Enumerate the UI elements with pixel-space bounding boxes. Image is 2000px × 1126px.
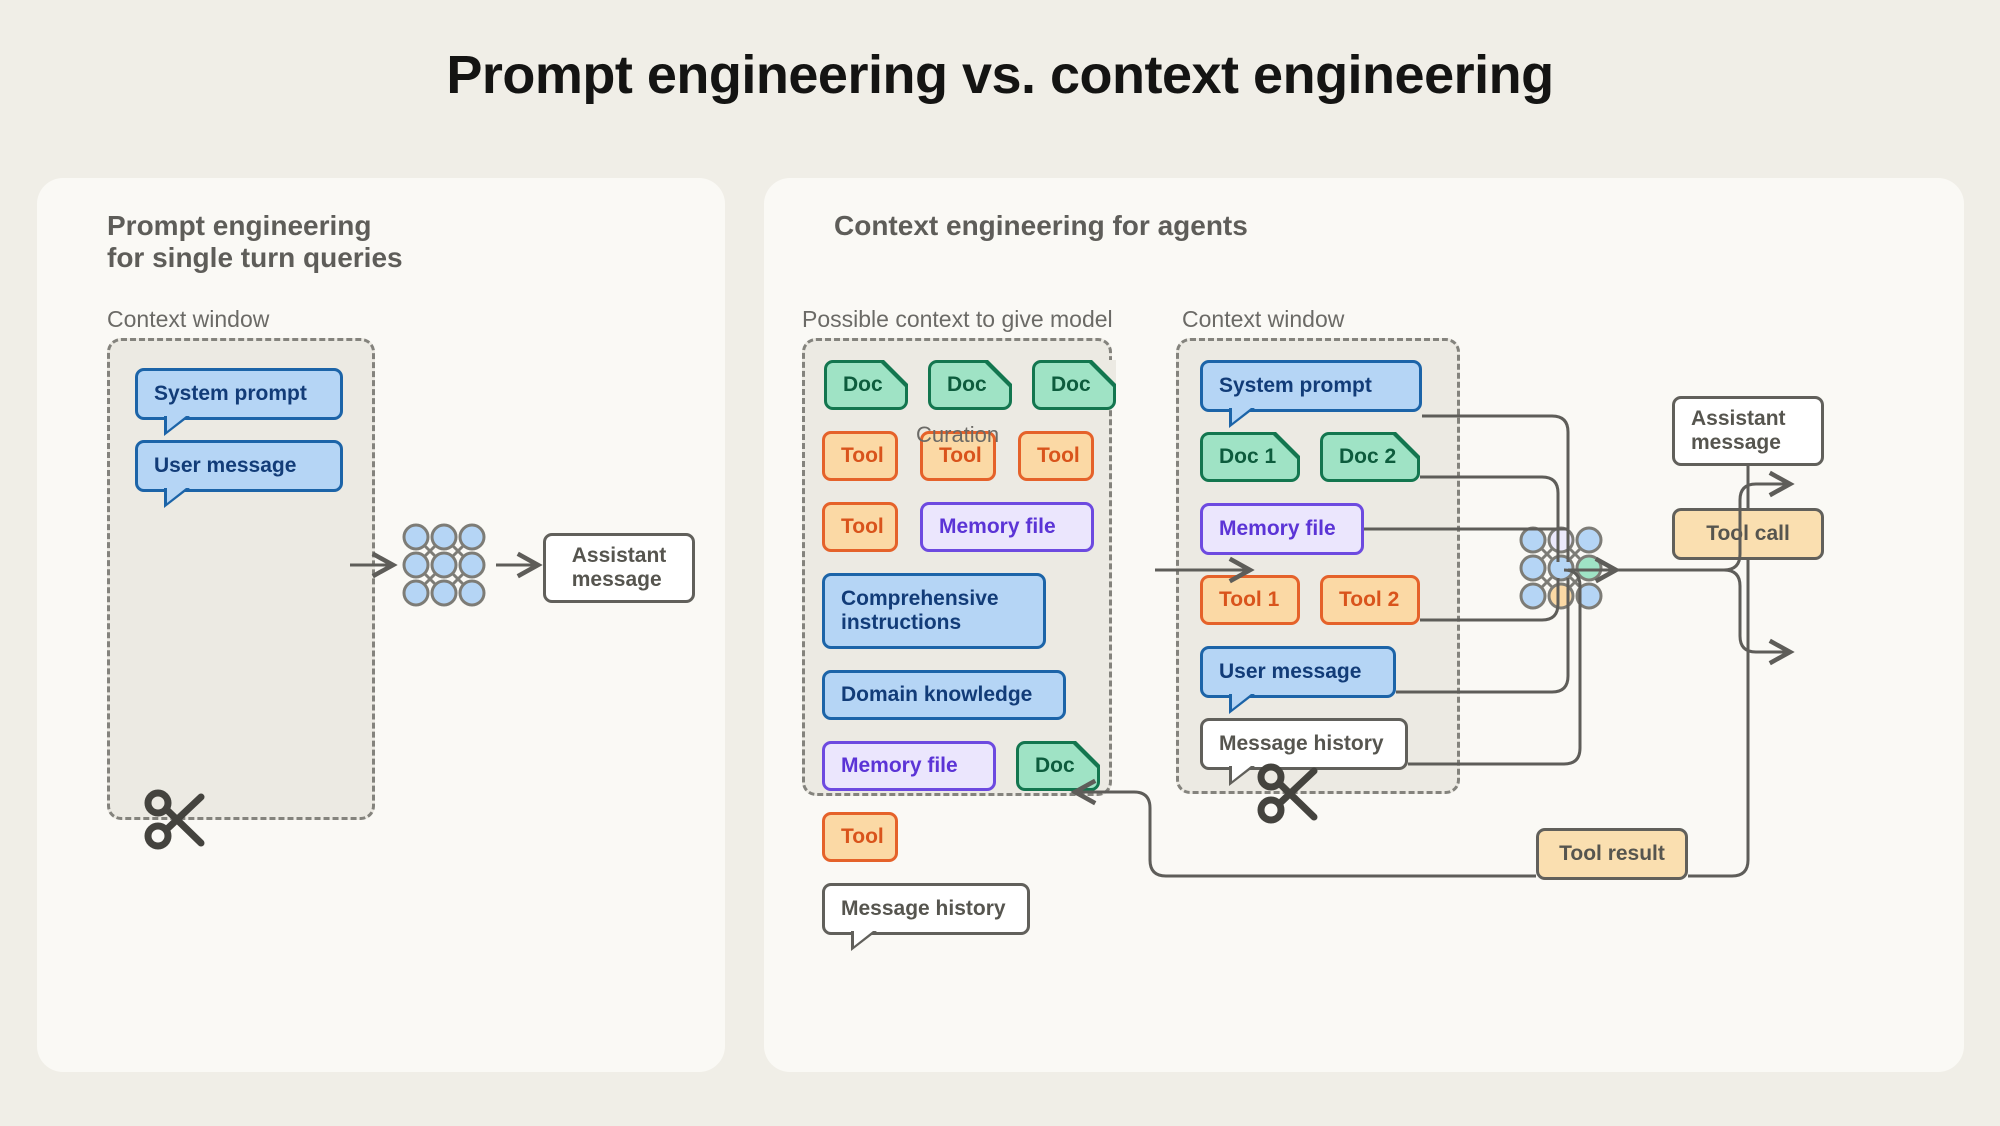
panel-context-engineering: Context engineering for agents Possible … xyxy=(764,178,1964,1072)
scissors-icon-left xyxy=(141,788,211,855)
possible-context-label: Possible context to give model xyxy=(802,306,1113,332)
chip-label: Tool xyxy=(841,514,884,538)
chip-tool-result[interactable]: Tool result xyxy=(1536,828,1688,880)
chip-label: Doc xyxy=(1035,753,1075,777)
left-panel-title: Prompt engineering for single turn queri… xyxy=(107,210,403,273)
chip-label: Tool xyxy=(939,443,982,467)
chip-label: System prompt xyxy=(154,381,307,405)
chip-system-prompt-right[interactable]: System prompt xyxy=(1200,360,1422,428)
chip-doc-2[interactable]: Doc xyxy=(928,360,1012,410)
neural-network-icon-left xyxy=(399,520,489,610)
chip-label: User message xyxy=(1219,659,1362,683)
chip-message-history-possible[interactable]: Message history xyxy=(822,883,1030,951)
chip-user-message-left[interactable]: User message xyxy=(135,440,343,508)
chip-label: System prompt xyxy=(1219,373,1372,397)
doc-fold-corner xyxy=(1270,432,1300,462)
chip-label: Tool xyxy=(841,824,884,848)
chip-label: Tool 1 xyxy=(1219,587,1280,611)
panel-prompt-engineering: Prompt engineering for single turn queri… xyxy=(37,178,725,1072)
chip-assistant-message-right[interactable]: Assistant message xyxy=(1672,396,1824,466)
chip-label: Tool xyxy=(1037,443,1080,467)
speech-tail xyxy=(164,416,190,436)
chip-assistant-message-left[interactable]: Assistant message xyxy=(543,533,695,603)
chip-label: Doc 2 xyxy=(1339,444,1397,468)
chip-label: User message xyxy=(154,453,297,477)
chip-doc-3[interactable]: Doc xyxy=(1032,360,1116,410)
doc-fold-corner xyxy=(878,360,908,390)
chip-tool-2-ctx[interactable]: Tool 2 xyxy=(1320,575,1420,625)
left-context-window-label: Context window xyxy=(107,306,270,332)
chip-label: Assistant message xyxy=(571,543,667,591)
chip-label: Memory file xyxy=(939,514,1056,538)
scissors-icon-right xyxy=(1254,762,1324,829)
right-context-window-label: Context window xyxy=(1182,306,1345,332)
chip-tool-5[interactable]: Tool xyxy=(822,812,898,862)
chip-label: Memory file xyxy=(1219,516,1336,540)
chip-label: Tool xyxy=(841,443,884,467)
speech-tail xyxy=(1229,694,1255,714)
chip-label: Message history xyxy=(1219,731,1384,755)
speech-tail xyxy=(851,931,877,951)
doc-fold-corner xyxy=(1086,360,1116,390)
page-title: Prompt engineering vs. context engineeri… xyxy=(446,45,1554,105)
chip-label: Doc xyxy=(1051,372,1091,396)
chip-comprehensive-instructions[interactable]: Comprehensive instructions xyxy=(822,573,1046,649)
doc-fold-corner xyxy=(982,360,1012,390)
chip-user-message-right[interactable]: User message xyxy=(1200,646,1396,714)
chip-label: Assistant message xyxy=(1691,406,1786,454)
neural-network-icon-right xyxy=(1516,523,1606,613)
chip-memory-file-ctx[interactable]: Memory file xyxy=(1200,503,1364,555)
chip-tool-1-ctx[interactable]: Tool 1 xyxy=(1200,575,1300,625)
chip-tool-1[interactable]: Tool xyxy=(822,431,898,481)
chip-label: Memory file xyxy=(841,753,958,777)
chip-label: Tool call xyxy=(1706,521,1790,545)
chip-doc-1-ctx[interactable]: Doc 1 xyxy=(1200,432,1300,482)
chip-label: Comprehensive instructions xyxy=(841,586,999,634)
chip-label: Doc 1 xyxy=(1219,444,1277,468)
doc-fold-corner xyxy=(1070,741,1100,771)
chip-label: Tool 2 xyxy=(1339,587,1400,611)
doc-fold-corner xyxy=(1390,432,1420,462)
chip-memory-file-1[interactable]: Memory file xyxy=(920,502,1094,552)
speech-tail xyxy=(1229,766,1255,786)
chip-tool-call[interactable]: Tool call xyxy=(1672,508,1824,560)
chip-label: Doc xyxy=(947,372,987,396)
chip-tool-3[interactable]: Tool xyxy=(1018,431,1094,481)
chip-tool-2[interactable]: Tool xyxy=(920,431,996,481)
chip-message-history-ctx[interactable]: Message history xyxy=(1200,718,1408,786)
chip-tool-4[interactable]: Tool xyxy=(822,502,898,552)
chip-system-prompt-left[interactable]: System prompt xyxy=(135,368,343,436)
speech-tail xyxy=(164,488,190,508)
chip-doc-2-ctx[interactable]: Doc 2 xyxy=(1320,432,1420,482)
chip-label: Tool result xyxy=(1559,841,1665,865)
chip-doc-4[interactable]: Doc xyxy=(1016,741,1100,791)
chip-domain-knowledge[interactable]: Domain knowledge xyxy=(822,670,1066,720)
speech-tail xyxy=(1229,408,1255,428)
chip-label: Domain knowledge xyxy=(841,682,1033,706)
panels-container: Prompt engineering for single turn queri… xyxy=(0,178,2000,1098)
curation-label: Curation xyxy=(916,422,1000,447)
right-panel-title: Context engineering for agents xyxy=(834,210,1248,241)
chip-label: Message history xyxy=(841,896,1006,920)
chip-doc-1[interactable]: Doc xyxy=(824,360,908,410)
chip-memory-file-2[interactable]: Memory file xyxy=(822,741,996,791)
chip-label: Doc xyxy=(843,372,883,396)
